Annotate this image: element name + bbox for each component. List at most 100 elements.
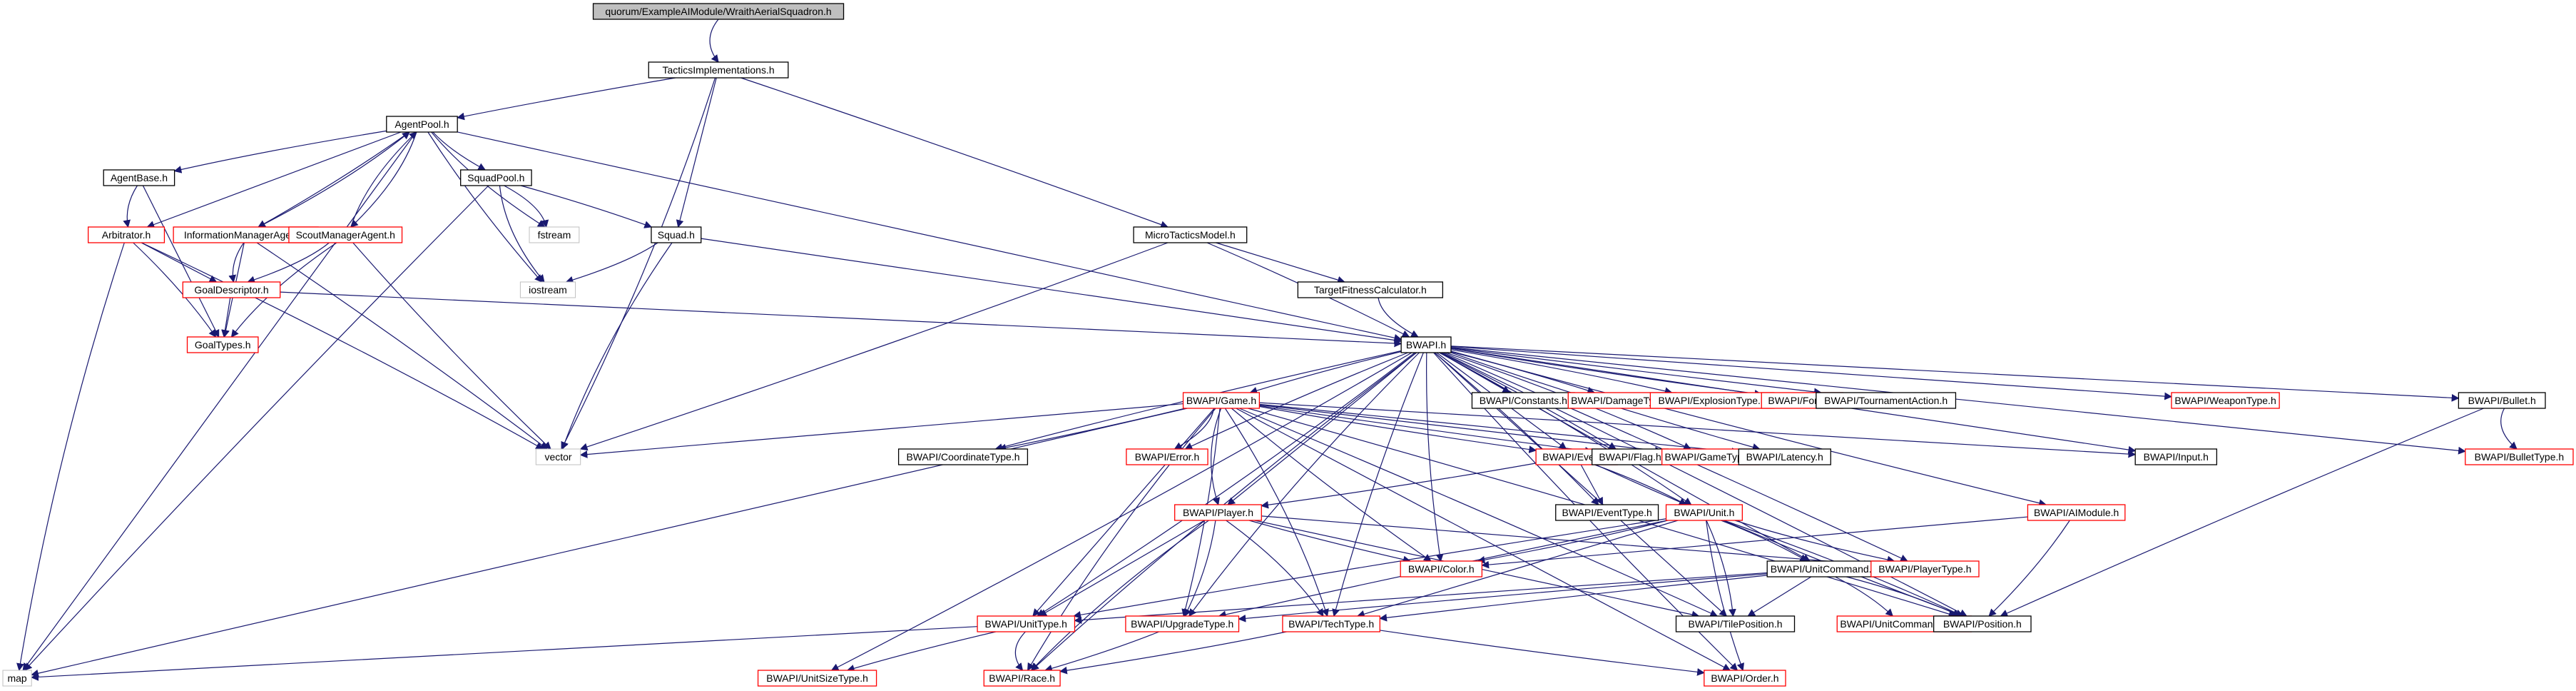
node-techtype[interactable]: BWAPI/TechType.h: [1282, 615, 1380, 632]
edge-agentpool-to-scoutmgr: [350, 131, 417, 228]
node-arbitrator[interactable]: Arbitrator.h: [87, 226, 166, 243]
node-map[interactable]: map: [2, 670, 32, 687]
node-damagetype[interactable]: BWAPI/DamageType.h: [1567, 392, 1677, 409]
node-box[interactable]: [529, 226, 580, 243]
node-playertype[interactable]: BWAPI/PlayerType.h: [1870, 560, 1980, 577]
node-box[interactable]: [1133, 226, 1248, 243]
node-box[interactable]: [648, 61, 789, 79]
node-microtactics[interactable]: MicroTacticsModel.h: [1133, 226, 1248, 243]
node-box[interactable]: [87, 226, 166, 243]
node-squad[interactable]: Squad.h: [651, 226, 702, 243]
node-unittype[interactable]: BWAPI/UnitType.h: [977, 615, 1076, 632]
node-box[interactable]: [757, 670, 877, 687]
node-input[interactable]: BWAPI/Input.h: [2134, 448, 2218, 465]
node-vector[interactable]: vector: [535, 448, 581, 465]
node-box[interactable]: [2171, 392, 2280, 409]
node-box[interactable]: [1174, 504, 1262, 521]
edge-game-to-flag: [1259, 405, 1593, 455]
node-box[interactable]: [1400, 336, 1452, 353]
edge-bwapi-to-tileposition: [1434, 352, 1728, 617]
node-box[interactable]: [1125, 615, 1240, 632]
node-box[interactable]: [2027, 504, 2126, 521]
node-squadpool[interactable]: SquadPool.h: [460, 169, 532, 186]
node-box[interactable]: [2134, 448, 2218, 465]
node-unitsizetype[interactable]: BWAPI/UnitSizeType.h: [757, 670, 877, 687]
node-box[interactable]: [1816, 392, 1957, 409]
node-coordtype[interactable]: BWAPI/CoordinateType.h: [897, 448, 1029, 465]
node-box[interactable]: [1665, 504, 1743, 521]
node-box[interactable]: [1704, 670, 1786, 687]
node-latency[interactable]: BWAPI/Latency.h: [1738, 448, 1831, 465]
node-root[interactable]: quorum/ExampleAIModule/WraithAerialSquad…: [592, 3, 845, 20]
node-scoutmgr[interactable]: ScoutManagerAgent.h: [288, 226, 403, 243]
node-infomgr[interactable]: InformationManagerAgent.h: [173, 226, 319, 243]
node-box[interactable]: [186, 336, 259, 353]
node-box[interactable]: [651, 226, 702, 243]
node-unit[interactable]: BWAPI/Unit.h: [1665, 504, 1743, 521]
node-constants[interactable]: BWAPI/Constants.h: [1471, 392, 1575, 409]
node-box[interactable]: [103, 169, 175, 186]
node-agentbase[interactable]: AgentBase.h: [103, 169, 175, 186]
node-game[interactable]: BWAPI/Game.h: [1182, 392, 1261, 409]
node-box[interactable]: [592, 3, 845, 20]
node-flag[interactable]: BWAPI/Flag.h: [1591, 448, 1669, 465]
node-tactics[interactable]: TacticsImplementations.h: [648, 61, 789, 79]
node-label: MicroTacticsModel.h: [1145, 229, 1236, 241]
node-bwapi[interactable]: BWAPI.h: [1400, 336, 1452, 353]
node-box[interactable]: [386, 116, 458, 133]
node-box[interactable]: [519, 281, 576, 298]
node-box[interactable]: [182, 281, 281, 298]
node-eventtype[interactable]: BWAPI/EventType.h: [1555, 504, 1659, 521]
node-box[interactable]: [1126, 448, 1208, 465]
node-box[interactable]: [535, 448, 581, 465]
node-bullettype[interactable]: BWAPI/BulletType.h: [2465, 448, 2574, 465]
node-position[interactable]: BWAPI/Position.h: [1933, 615, 2032, 632]
node-box[interactable]: [2465, 448, 2574, 465]
node-box[interactable]: [1282, 615, 1380, 632]
node-agentpool[interactable]: AgentPool.h: [386, 116, 458, 133]
node-aimodule[interactable]: BWAPI/AIModule.h: [2027, 504, 2126, 521]
edge-agentpool-to-bwapi: [457, 131, 1402, 342]
node-fstream[interactable]: fstream: [529, 226, 580, 243]
node-explosiontype[interactable]: BWAPI/ExplosionType.h: [1649, 392, 1775, 409]
edge-goaldesc-to-bwapi: [280, 291, 1402, 348]
node-race[interactable]: BWAPI/Race.h: [983, 670, 1061, 687]
node-box[interactable]: [1675, 615, 1796, 632]
node-goaltypes[interactable]: GoalTypes.h: [186, 336, 259, 353]
node-tileposition[interactable]: BWAPI/TilePosition.h: [1675, 615, 1796, 632]
node-box[interactable]: [1555, 504, 1659, 521]
node-box[interactable]: [983, 670, 1061, 687]
node-box[interactable]: [460, 169, 532, 186]
node-error[interactable]: BWAPI/Error.h: [1126, 448, 1208, 465]
edge-bwapi-to-tournament: [1450, 347, 1822, 396]
node-label: fstream: [538, 229, 571, 241]
node-box[interactable]: [1870, 560, 1980, 577]
node-box[interactable]: [1400, 560, 1483, 577]
node-unitcommand[interactable]: BWAPI/UnitCommand.h: [1766, 560, 1881, 577]
node-color[interactable]: BWAPI/Color.h: [1400, 560, 1483, 577]
node-iostream[interactable]: iostream: [519, 281, 576, 298]
node-box[interactable]: [897, 448, 1029, 465]
node-order[interactable]: BWAPI/Order.h: [1704, 670, 1786, 687]
edge-player-to-upgradetype: [1184, 520, 1216, 617]
node-tournament[interactable]: BWAPI/TournamentAction.h: [1816, 392, 1957, 409]
node-weapontype[interactable]: BWAPI/WeaponType.h: [2171, 392, 2280, 409]
node-box[interactable]: [1933, 615, 2032, 632]
node-player[interactable]: BWAPI/Player.h: [1174, 504, 1262, 521]
node-gametype[interactable]: BWAPI/GameType.h: [1661, 448, 1760, 465]
node-goaldesc[interactable]: GoalDescriptor.h: [182, 281, 281, 298]
node-box[interactable]: [1182, 392, 1261, 409]
node-box[interactable]: [1297, 281, 1444, 298]
node-box[interactable]: [977, 615, 1076, 632]
node-box[interactable]: [288, 226, 403, 243]
edge-unit-to-tileposition: [1706, 520, 1736, 617]
node-upgradetype[interactable]: BWAPI/UpgradeType.h: [1125, 615, 1240, 632]
edge-bwapi-to-aimodule: [1450, 350, 2047, 507]
node-box[interactable]: [2, 670, 32, 687]
node-bullet[interactable]: BWAPI/Bullet.h: [2458, 392, 2546, 409]
node-targetfitness[interactable]: TargetFitnessCalculator.h: [1297, 281, 1444, 298]
node-box[interactable]: [2458, 392, 2546, 409]
node-box[interactable]: [1738, 448, 1831, 465]
edge-unitcommand-to-techtype: [1379, 575, 1768, 622]
edge-bwapi-to-unitsizetype: [830, 352, 1412, 671]
